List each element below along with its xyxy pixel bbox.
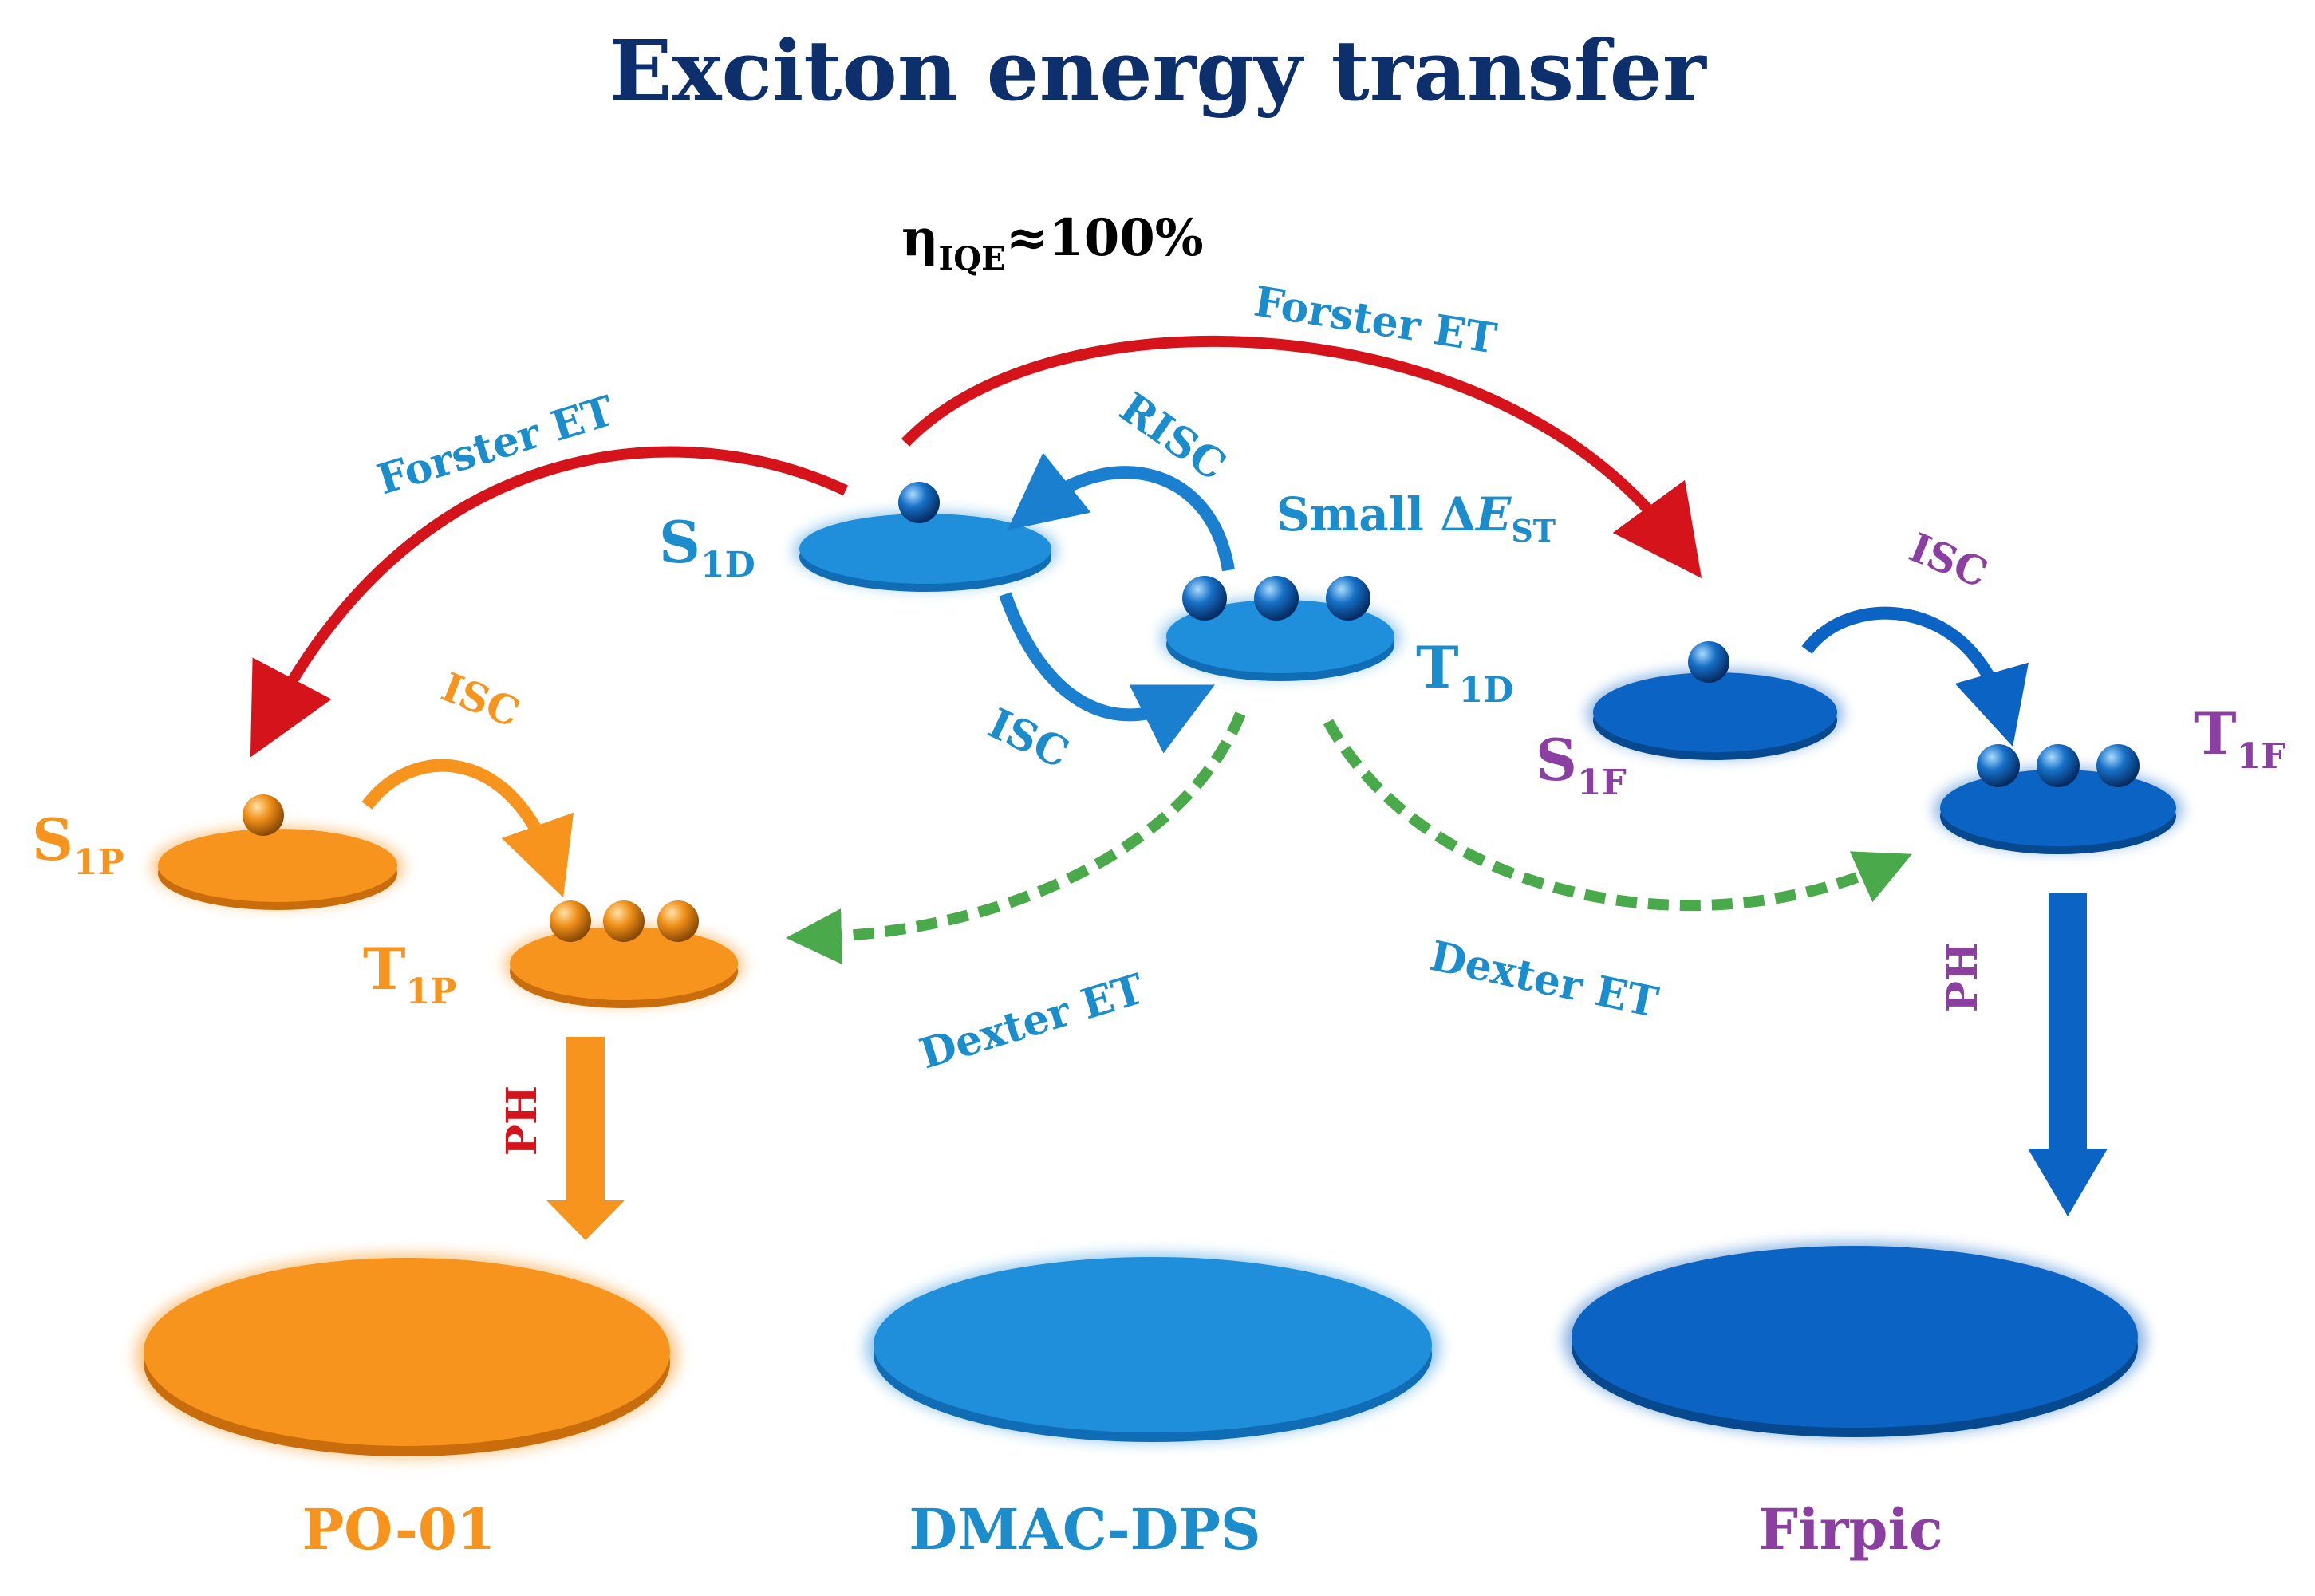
exciton-ball [550,900,591,942]
efficiency-subscript: IQE [939,240,1006,278]
level-t1p [504,900,743,1008]
ph-left-label: PH [498,1086,546,1156]
dexter-et-right-arrow [1323,719,1912,911]
disc-po01 [136,1254,678,1458]
forster-et-right-arrow [901,335,1702,579]
level-t1f [1934,744,2182,854]
isc-left-arrow [361,759,574,898]
exciton-ball [2096,744,2140,787]
exciton-ball [2037,744,2080,787]
material-label-firpic: Firpic [1758,1496,1942,1563]
disc-firpic [1564,1243,2146,1437]
exciton-ball [1326,576,1370,621]
level-s1p [152,794,404,910]
state-label-s1d: S1D [659,508,755,585]
state-label-s1p: S1P [32,806,124,883]
dexter-et-left-arrow [786,711,1246,965]
isc-right-arrow [1801,606,2029,747]
level-s1f [1587,641,1843,760]
exciton-ball [1182,576,1227,621]
efficiency-symbol: η [901,208,939,268]
efficiency-label: ηIQE≈100% [901,208,1204,278]
risc-arrow [1007,452,1235,572]
material-label-dmac-dps: DMAC-DPS [909,1496,1260,1563]
level-t1d [1161,576,1400,681]
isc-right-label: ISC [1903,523,1994,597]
state-label-t1f: T1F [2194,699,2285,777]
level-s1d [794,482,1057,592]
exciton-ball [243,794,284,836]
dexter-et-right-label: Dexter ET [1426,932,1662,1027]
page-title: Exciton energy transfer [609,22,1707,120]
exciton-ball [898,482,940,523]
exciton-ball [1254,576,1299,621]
exciton-ball [657,900,699,942]
exciton-ball [1688,641,1729,683]
efficiency-value: ≈100% [1006,208,1204,268]
small-delta-est-label: Small ΔEST [1276,487,1556,549]
isc-center-label: ISC [981,699,1076,778]
ph-left-arrow [546,1037,625,1240]
ph-right-label: PH [1938,942,1987,1012]
ph-right-arrow [2028,893,2108,1216]
exciton-ball [603,900,645,942]
isc-center-arrow [999,592,1215,754]
material-label-po01: PO-01 [302,1496,496,1563]
state-label-t1d: T1D [1416,633,1513,711]
state-label-s1f: S1F [1536,726,1627,803]
exciton-ball [1977,744,2020,787]
forster-et-left-arrow [250,446,848,758]
isc-left-label: ISC [436,663,526,736]
disc-dmac-dps [866,1254,1440,1442]
state-label-t1p: T1P [363,935,456,1012]
dexter-et-left-label: Dexter ET [914,964,1150,1078]
